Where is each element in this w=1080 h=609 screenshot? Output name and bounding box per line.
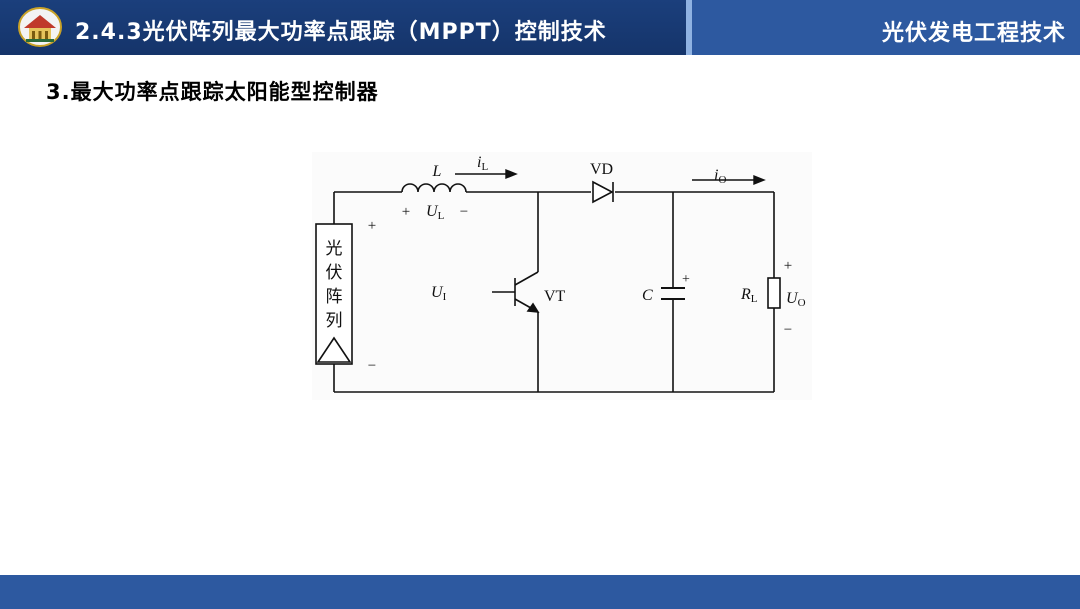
pv-label-2: 伏: [326, 263, 343, 283]
pv-label-4: 列: [326, 311, 343, 331]
inductor-current-label: iL: [477, 154, 488, 173]
inductor-label: L: [432, 163, 442, 180]
output-plus: +: [784, 258, 792, 274]
inductor-coil: [401, 183, 467, 193]
footer-bar: [0, 575, 1080, 609]
inductor-plus: +: [402, 204, 410, 220]
output-minus: −: [784, 322, 792, 338]
transistor-vt: [492, 271, 540, 313]
pv-array-box: [315, 223, 353, 365]
capacitor-plus: +: [682, 272, 690, 287]
course-title: 光伏发电工程技术: [881, 21, 1066, 46]
load-resistor-label: RL: [740, 286, 758, 305]
input-minus: −: [368, 358, 376, 374]
input-voltage-label: UI: [431, 284, 447, 303]
current-arrow-il: [455, 168, 518, 180]
output-voltage-label: UO: [786, 290, 806, 309]
title-block: [0, 0, 690, 55]
inductor-voltage-label: UL: [426, 203, 445, 222]
subheading: 3.最大功率点跟踪太阳能型控制器: [46, 80, 379, 104]
diode-vd: [592, 180, 614, 204]
capacitor-label: C: [642, 287, 653, 304]
capacitor-c: [661, 287, 685, 300]
output-current-label: iO: [714, 167, 726, 186]
boost-converter-circuit-diagram: 光 伏 阵 列 L iL + UL − + − UI VT VD C + iO …: [312, 152, 812, 400]
load-resistor: [767, 277, 781, 309]
inductor-minus: −: [460, 204, 468, 220]
current-arrow-io: [692, 174, 766, 186]
transistor-label: VT: [544, 288, 566, 305]
school-logo-icon: [18, 7, 62, 47]
section-title: 2.4.3光伏阵列最大功率点跟踪（MPPT）控制技术: [75, 20, 607, 45]
pv-label-1: 光: [326, 239, 343, 259]
input-plus: +: [368, 218, 376, 234]
diode-label: VD: [590, 161, 613, 178]
title-separator: [686, 0, 692, 55]
pv-label-3: 阵: [326, 287, 343, 307]
